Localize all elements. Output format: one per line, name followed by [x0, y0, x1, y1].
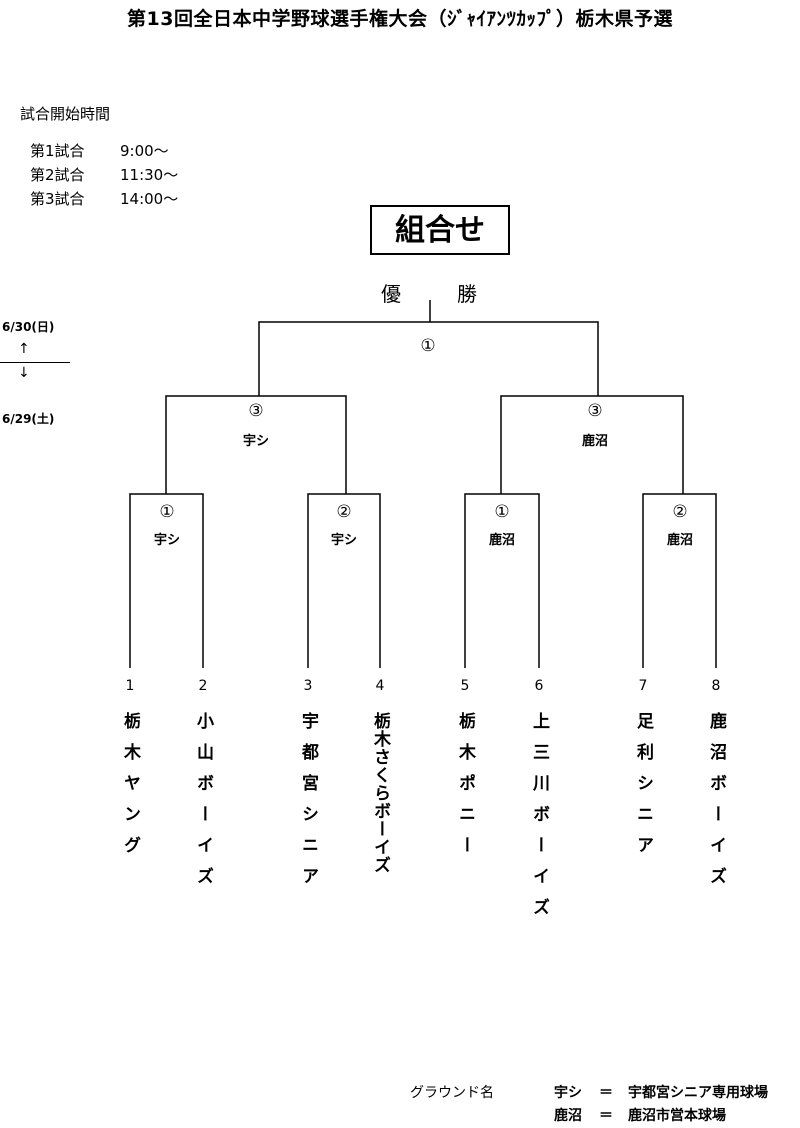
- bracket-box-label: 組合せ: [370, 205, 510, 255]
- team-seed: 8: [711, 678, 721, 694]
- team-name: 栃木さくらボーイズ: [370, 712, 390, 874]
- team-name: 宇都宮シニア: [298, 712, 318, 898]
- semi-game-number: ③: [248, 401, 264, 421]
- legend-venue-name: 宇都宮シニア専用球場: [628, 1085, 768, 1101]
- round1-venue: 宇シ: [153, 533, 180, 548]
- champion-char: 優: [381, 282, 401, 306]
- team-name: 鹿沼ボーイズ: [706, 712, 726, 898]
- semi-game-number: ③: [587, 401, 603, 421]
- team-name: 栃木ポニー: [455, 712, 475, 867]
- legend-equals: ＝: [599, 1085, 613, 1101]
- team-name: 栃木ヤング: [120, 712, 140, 867]
- team-seed: 1: [125, 678, 135, 694]
- team-seed: 7: [638, 678, 648, 694]
- game-time: 11:30～: [120, 166, 179, 184]
- semi-venue: 鹿沼: [581, 434, 608, 449]
- date-divider: [0, 362, 70, 363]
- final-game-number: ①: [420, 336, 436, 356]
- game-label: 第3試合: [30, 190, 85, 208]
- date-final: 6/30(日): [2, 320, 55, 334]
- round1-game-number: ①: [494, 502, 510, 522]
- legend-equals: ＝: [599, 1108, 613, 1124]
- legend-abbr: 宇シ: [554, 1085, 582, 1101]
- champion-char: 勝: [457, 282, 477, 306]
- up-arrow-icon: ↑: [18, 341, 30, 357]
- semi-venue: 宇シ: [242, 434, 269, 449]
- team-name: 足利シニア: [633, 712, 653, 867]
- round1-venue: 鹿沼: [488, 533, 515, 548]
- team-name: 小山ボーイズ: [193, 712, 213, 898]
- team-seed: 5: [460, 678, 470, 694]
- team-name: 上三川ボーイズ: [529, 712, 549, 929]
- schedule-row: 第1試合 9:00～: [30, 140, 169, 161]
- round1-game-number: ②: [336, 502, 352, 522]
- schedule-row: 第3試合 14:00～: [30, 188, 178, 209]
- round1-game-number: ②: [672, 502, 688, 522]
- round1-venue: 宇シ: [330, 533, 357, 548]
- legend-venue-name: 鹿沼市営本球場: [628, 1108, 726, 1124]
- team-seed: 3: [303, 678, 313, 694]
- team-seed: 6: [534, 678, 544, 694]
- legend-heading: グラウンド名: [410, 1085, 494, 1101]
- legend-abbr: 鹿沼: [554, 1108, 582, 1124]
- round1-venue: 鹿沼: [666, 533, 693, 548]
- page-title: 第13回全日本中学野球選手権大会（ｼﾞｬｲｱﾝﾂｶｯﾌﾟ）栃木県予選: [127, 8, 673, 30]
- game-label: 第1試合: [30, 142, 85, 160]
- game-time: 14:00～: [120, 190, 179, 208]
- date-first-round: 6/29(土): [2, 412, 55, 426]
- team-seed: 4: [375, 678, 385, 694]
- schedule-row: 第2試合 11:30～: [30, 164, 178, 185]
- team-seed: 2: [198, 678, 208, 694]
- schedule-heading: 試合開始時間: [20, 105, 111, 123]
- down-arrow-icon: ↓: [18, 365, 30, 381]
- round1-game-number: ①: [159, 502, 175, 522]
- game-time: 9:00～: [120, 142, 169, 160]
- bracket-lines: [129, 300, 717, 668]
- game-label: 第2試合: [30, 166, 85, 184]
